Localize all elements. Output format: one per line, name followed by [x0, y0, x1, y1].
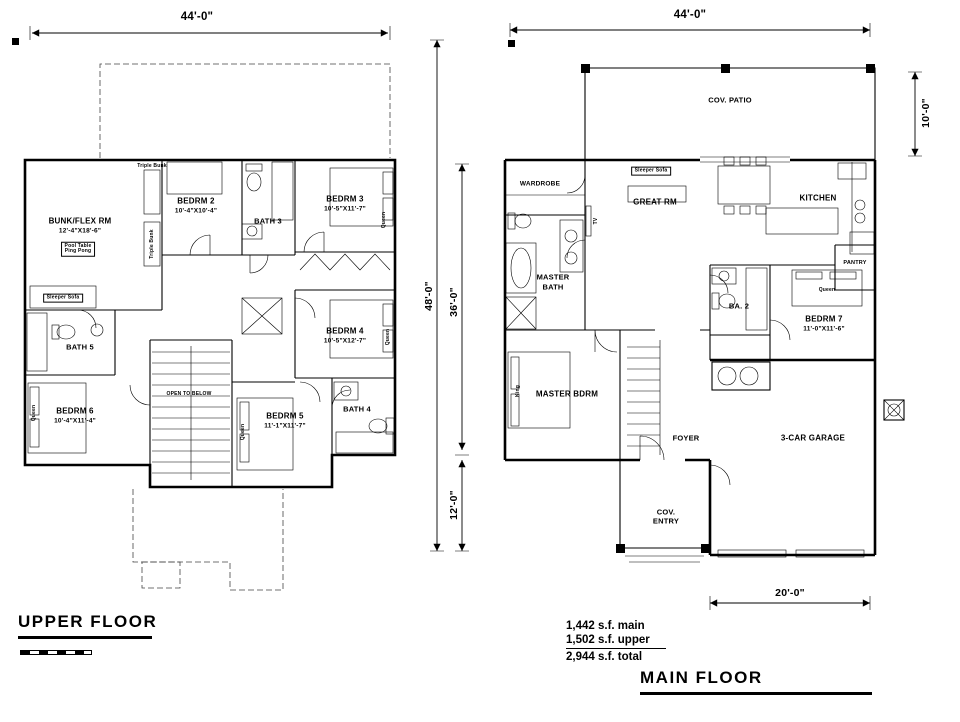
room-label-bedrm2: BEDRM 2 [177, 196, 215, 206]
room-label-pantry: PANTRY [843, 260, 867, 266]
main-dim-left-12: 12'-0" [448, 490, 460, 520]
upper-dim-top: 44'-0" [180, 11, 214, 23]
label-king: King [515, 385, 521, 397]
label-queen-bedrm7: Queen [818, 287, 836, 293]
room-label-bedrm5: BEDRM 5 [266, 411, 304, 421]
room-label-master-bdrm: MASTER BDRM [535, 389, 599, 399]
room-size-bunk-flex: 12'-4"X18'-6" [58, 227, 102, 235]
room-size-bedrm3: 10'-5"X11'-7" [324, 205, 366, 213]
room-label-bath5: BATH 5 [66, 342, 94, 352]
utility-meter [883, 399, 905, 421]
scale-bar [20, 650, 92, 655]
main-dim-left-36: 36'-0" [448, 287, 460, 317]
room-size-bedrm7: 11'-0"X11'-6" [803, 325, 845, 333]
upper-exterior-wall [23, 158, 397, 489]
room-label-kitchen: KITCHEN [799, 193, 837, 203]
bunk-flex-note: Pool Table Ping Pong [61, 241, 95, 257]
room-label-great-rm: GREAT RM [633, 197, 677, 207]
label-queen-bedrm3: Queen [381, 211, 387, 229]
upper-interior-walls [25, 160, 395, 487]
room-size-bedrm5: 11'-1"X11'-7" [264, 422, 306, 430]
main-floor-title: MAIN FLOOR [640, 668, 763, 687]
label-queen-bedrm5: Queen [240, 423, 246, 441]
patio-outline [584, 67, 876, 160]
master-suite-fixtures [505, 212, 584, 429]
main-dim-bottom: 20'-0" [775, 587, 805, 599]
room-label-master-bath-1: MASTER [536, 272, 570, 282]
main-exterior-wall [503, 158, 877, 557]
room-label-bath3: BATH 3 [254, 216, 282, 226]
label-sleeper-sofa-main: Sleeper Sofa [631, 166, 671, 176]
main-dim-top: 44'-0" [673, 9, 707, 21]
room-label-bedrm7: BEDRM 7 [805, 314, 843, 324]
label-open-to-below: OPEN TO BELOW [166, 391, 212, 397]
note-pool-table: Pool Table [64, 242, 92, 249]
plan-key-mark [508, 40, 515, 47]
room-size-bedrm6: 10'-4"X11'-4" [54, 417, 96, 425]
note-ping-pong: Ping Pong [64, 248, 92, 254]
upper-stairs [152, 346, 230, 480]
room-label-master-bath-2: BATH [542, 282, 564, 292]
room-label-cov-entry-1: COV. [656, 507, 676, 517]
upper-floor-title: UPPER FLOOR [18, 612, 158, 631]
label-tv: TV [593, 217, 599, 225]
label-queen-bedrm6: Queen [31, 404, 37, 422]
upper-bath-fixtures [26, 161, 395, 454]
main-door-swings [566, 174, 791, 486]
label-triple-bunk-1: Triple Bunk [137, 163, 167, 169]
upper-title-underline [18, 636, 152, 639]
entry-porch [619, 460, 710, 549]
room-label-bedrm6: BEDRM 6 [56, 406, 94, 416]
room-label-cov-patio: COV. PATIO [708, 95, 752, 105]
plan-key-mark [12, 38, 19, 45]
main-interior-walls [505, 160, 875, 460]
area-sum-line [566, 648, 666, 650]
room-label-wardrobe: WARDROBE [519, 180, 561, 188]
room-label-bath4: BATH 4 [343, 404, 371, 414]
room-label-ba2: BA. 2 [728, 301, 750, 311]
main-dimension-lines [430, 23, 922, 610]
upper-door-swings [77, 231, 351, 409]
area-upper: 1,502 s.f. upper [566, 634, 650, 646]
foyer-stairs [627, 340, 661, 455]
main-dim-right: 10'-0" [920, 98, 932, 128]
room-label-cov-entry-2: ENTRY [652, 516, 680, 526]
garage-details [711, 361, 905, 558]
label-sleeper-sofa-upper: Sleeper Sofa [43, 293, 83, 303]
label-triple-bunk-2: Triple Bunk [149, 229, 155, 259]
bath2-bedrm7-fixtures [711, 267, 863, 331]
room-size-bedrm2: 10'-4"X10'-4" [174, 207, 218, 215]
room-label-bunk-flex: BUNK/FLEX RM [48, 216, 112, 226]
room-label-bedrm4: BEDRM 4 [326, 326, 364, 336]
room-label-bedrm3: BEDRM 3 [326, 194, 364, 204]
room-label-foyer: FOYER [672, 433, 700, 443]
room-size-bedrm4: 10'-5"X12'-7" [323, 337, 367, 345]
upper-floor-plan [12, 26, 397, 591]
main-dim-left-48: 48'-0" [423, 281, 435, 311]
main-furniture [505, 156, 875, 255]
area-main: 1,442 s.f. main [566, 620, 645, 632]
upper-furniture [27, 161, 394, 471]
area-total: 2,944 s.f. total [566, 651, 643, 663]
main-title-underline [640, 692, 872, 695]
room-label-garage: 3-CAR GARAGE [780, 433, 846, 443]
label-queen-bedrm4: Queen [385, 328, 391, 346]
main-floor-plan [430, 23, 922, 610]
